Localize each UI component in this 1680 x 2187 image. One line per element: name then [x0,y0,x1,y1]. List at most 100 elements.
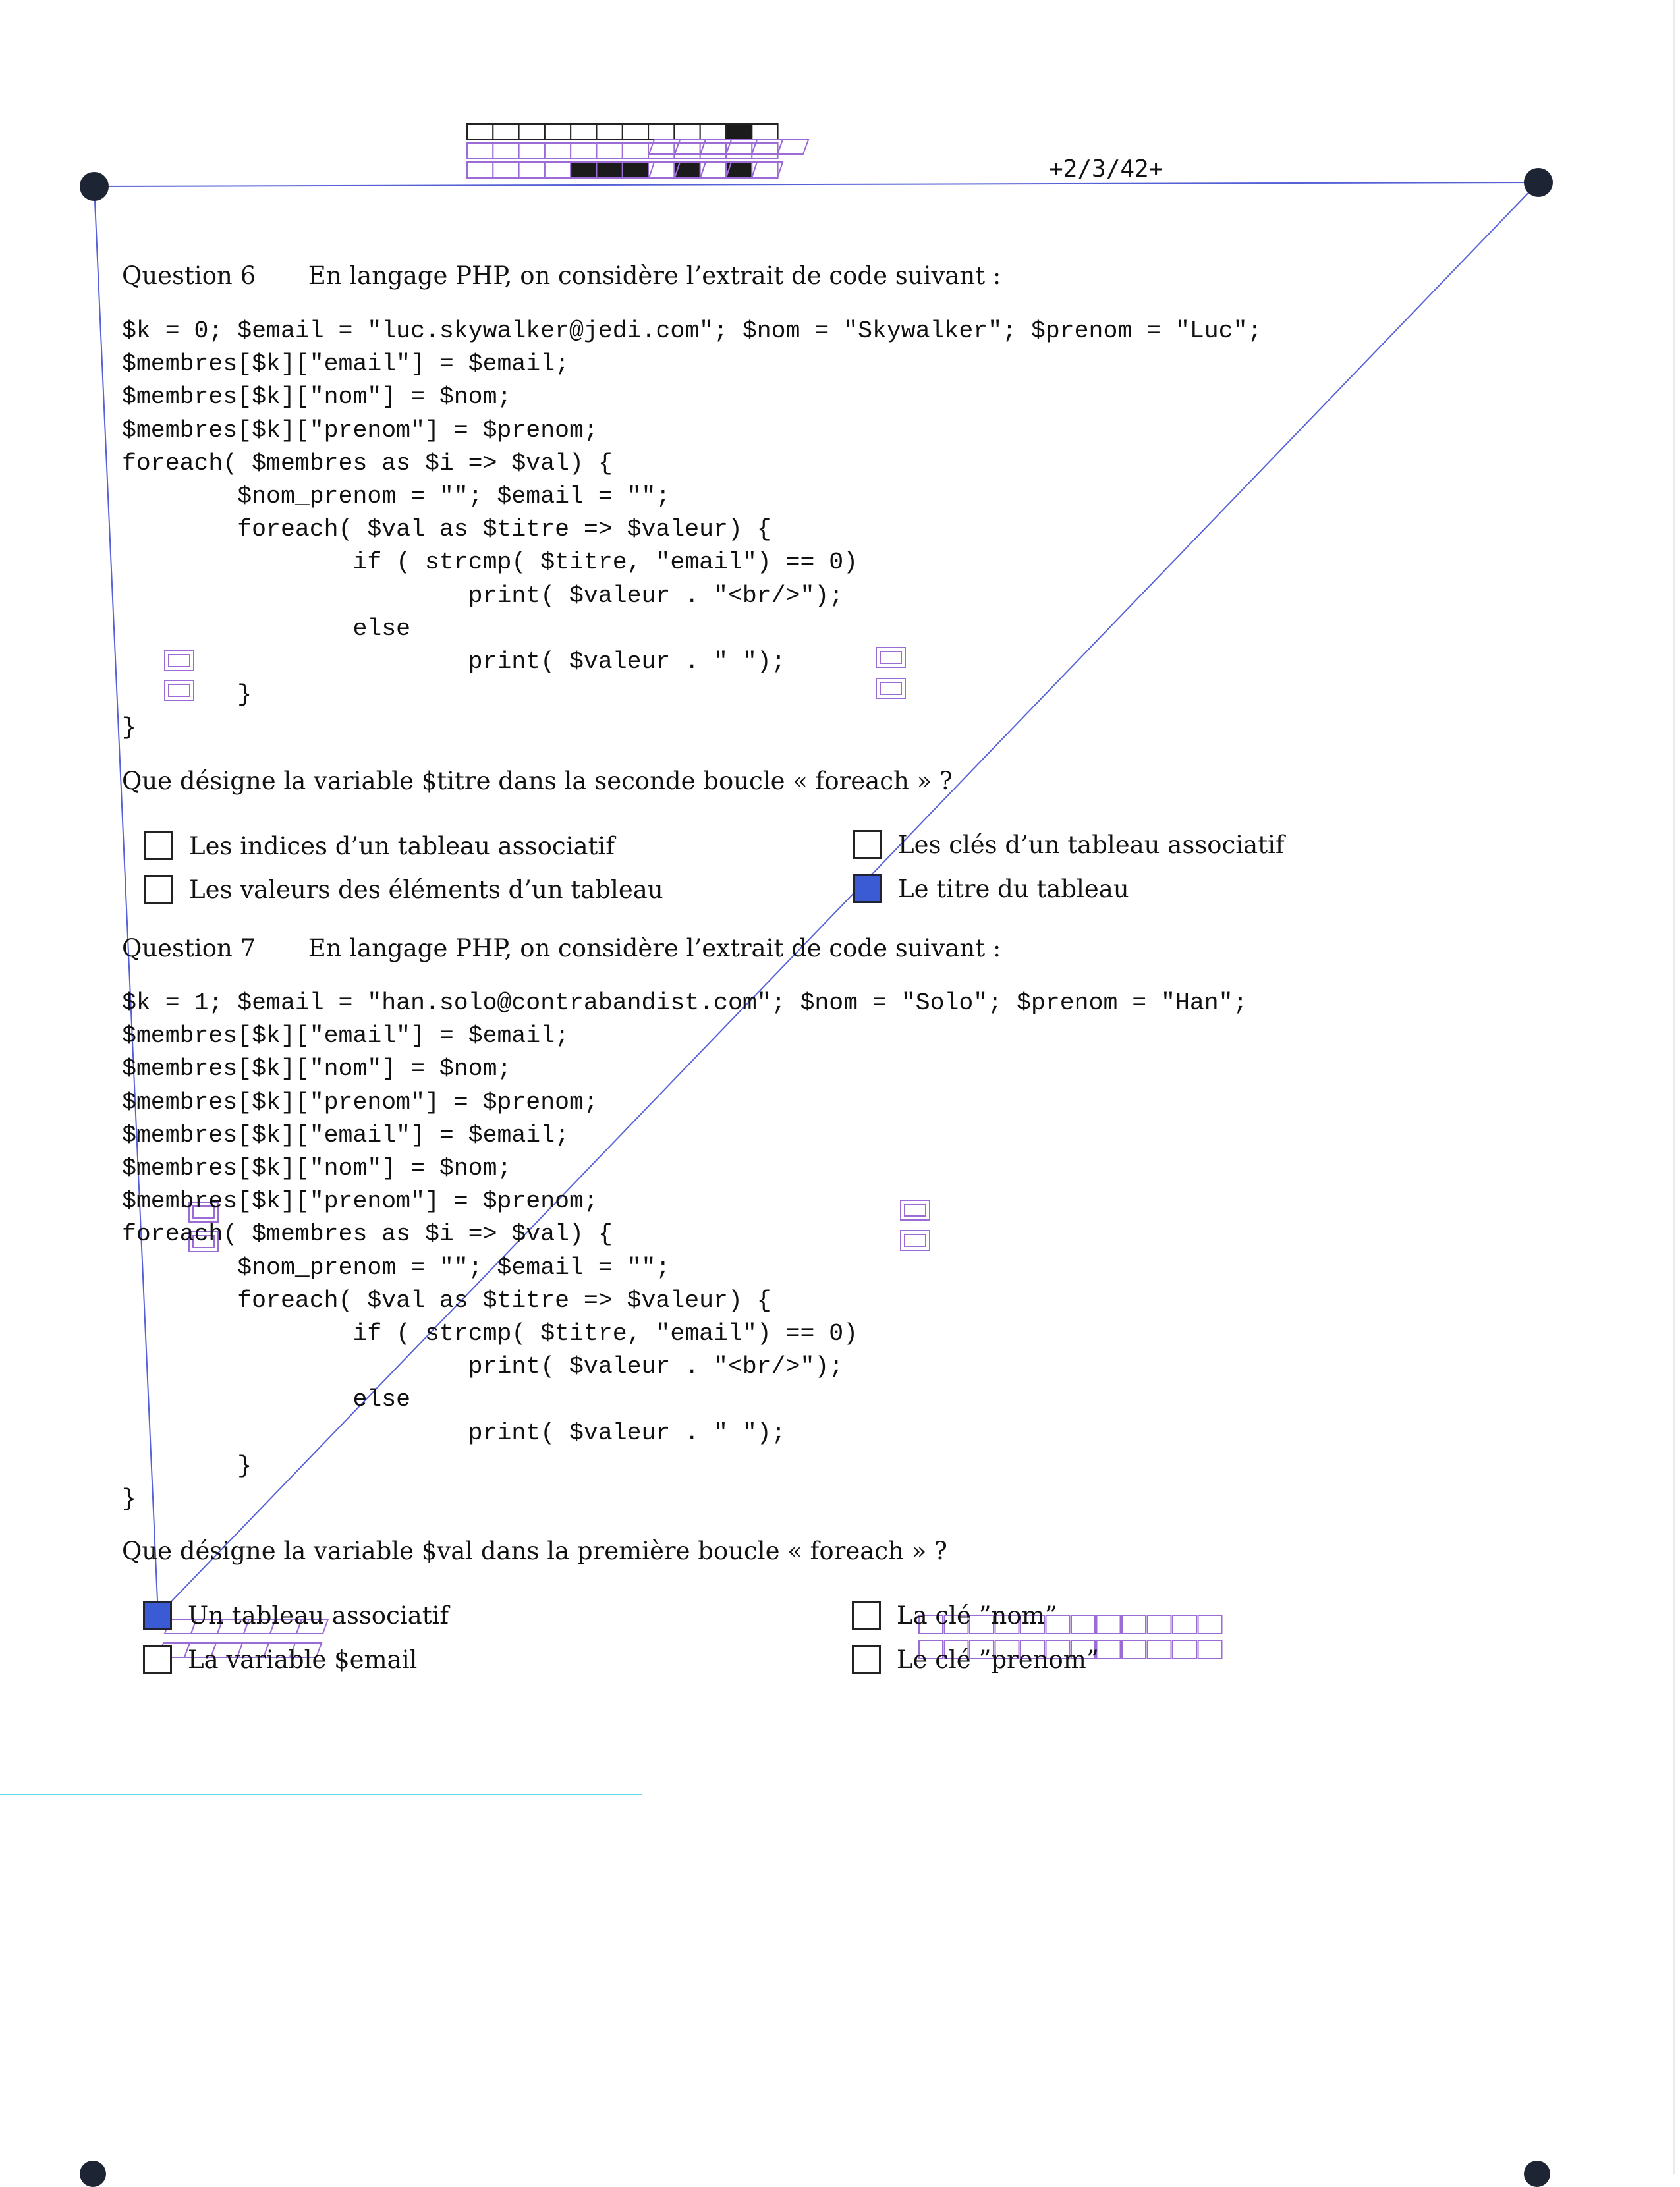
checkbox[interactable] [852,1601,881,1630]
annotation-cell [918,1640,943,1659]
marker-cell [751,123,779,140]
question-label: Question 6 [122,262,256,290]
annotation-cells-answer-q7 [918,1615,1223,1659]
marker-cell [621,142,650,159]
question-6-text: Que désigne la variable $titre dans la s… [122,767,953,795]
question-label: Question 7 [122,934,256,962]
question-7-header: Question 7 En langage PHP, on considère … [122,934,1001,962]
marker-cell [570,161,598,179]
marker-cell [544,161,572,179]
marker-cell [492,161,520,179]
annotation-cell [918,1615,943,1634]
marker-cell [621,161,650,179]
registration-mark-top-right [1524,168,1553,197]
marker-cell [621,123,650,140]
annotation-cell [1096,1640,1121,1659]
marker-cell [518,161,546,179]
annotation-cell [943,1640,969,1659]
checkbox[interactable] [144,875,173,904]
annotation-cell [969,1615,994,1634]
annotation-cell [1172,1615,1197,1634]
q6-option-4[interactable]: Le titre du tableau [853,874,1129,903]
marker-cell [596,123,623,140]
annotation-cell [1020,1615,1045,1634]
question-6-header: Question 6 En langage PHP, on considère … [122,262,1001,290]
checkbox[interactable] [852,1645,881,1674]
annotation-cell [969,1640,994,1659]
annotation-cell [1197,1615,1223,1634]
frame-line-top [94,182,1539,187]
question-7-text: Que désigne la variable $val dans la pre… [122,1537,947,1565]
frame-line-diagonal [157,182,1539,1616]
marker-cell [570,123,598,140]
marker-cell [570,142,598,159]
annotation-cell [1121,1615,1146,1634]
marker-cell [673,161,701,179]
question-6-code: $k = 0; $email = "luc.skywalker@jedi.com… [122,318,1262,742]
checkbox[interactable] [144,831,173,860]
annotation-cell [994,1615,1020,1634]
annotation-cell [1121,1640,1146,1659]
q6-option-1[interactable]: Les indices d’un tableau associatif [144,831,615,860]
annotation-cell [1172,1640,1197,1659]
checkbox[interactable] [143,1645,172,1674]
question-7-code: $k = 1; $email = "han.solo@contrabandist… [122,989,1248,1513]
marker-cell [466,123,494,140]
annotation-cell [943,1615,969,1634]
frame-line-left [94,186,159,1616]
option-label: Les valeurs des éléments d’un tableau [189,875,663,904]
annotation-cell [1020,1640,1045,1659]
checkbox-checked[interactable] [143,1601,172,1630]
registration-mark-top-left [80,172,109,201]
marker-cell [518,123,546,140]
option-label: Les indices d’un tableau associatif [189,831,615,860]
q6-option-2[interactable]: Les clés d’un tableau associatif [853,830,1285,859]
annotation-cell [1045,1615,1071,1634]
option-label: Le titre du tableau [898,874,1129,903]
registration-mark-bottom-left [80,2161,106,2187]
hatch-cell [289,1642,323,1658]
annotation-cell [1146,1615,1172,1634]
hatch-cell [750,161,784,179]
marker-cell [466,161,494,179]
option-label: La clé ”nom” [897,1601,1057,1630]
page-id-code: +2/3/42+ [1049,155,1163,182]
annotation-cell [1197,1640,1223,1659]
marker-cell [466,142,494,159]
annotation-boxes [164,647,930,1252]
q7-option-3[interactable]: La variable $email [143,1645,417,1674]
q7-option-1[interactable]: Un tableau associatif [143,1601,449,1630]
option-label: Le clé ”prenom” [897,1645,1099,1674]
annotation-cell [1096,1615,1121,1634]
marker-cell [751,142,779,159]
annotation-cell [1071,1640,1096,1659]
option-label: Un tableau associatif [188,1601,449,1630]
cyan-rule [0,1794,642,1795]
checkbox-checked[interactable] [853,874,882,903]
marker-cell [492,142,520,159]
marker-cell [699,161,727,179]
registration-mark-bottom-right [1524,2161,1550,2187]
annotation-cell [1146,1640,1172,1659]
marker-cell [518,142,546,159]
marker-cell [725,123,753,140]
marker-cell [492,123,520,140]
annotation-hatch-header [648,139,810,179]
marker-cell [596,142,623,159]
hatch-cell [295,1619,329,1634]
annotation-cell [1071,1615,1096,1634]
question-prompt: En langage PHP, on considère l’extrait d… [308,934,1001,962]
q6-option-3[interactable]: Les valeurs des éléments d’un tableau [144,875,663,904]
option-label: Les clés d’un tableau associatif [898,830,1285,859]
q7-option-4[interactable]: Le clé ”prenom” [852,1645,1099,1674]
marker-cell [544,142,572,159]
q7-option-2[interactable]: La clé ”nom” [852,1601,1057,1630]
annotation-cell [1045,1640,1071,1659]
marker-cell [648,123,675,140]
marker-cell [673,123,701,140]
checkbox[interactable] [853,830,882,859]
marker-cell [699,123,727,140]
question-prompt: En langage PHP, on considère l’extrait d… [308,262,1001,290]
header-marker-grid [466,123,779,179]
